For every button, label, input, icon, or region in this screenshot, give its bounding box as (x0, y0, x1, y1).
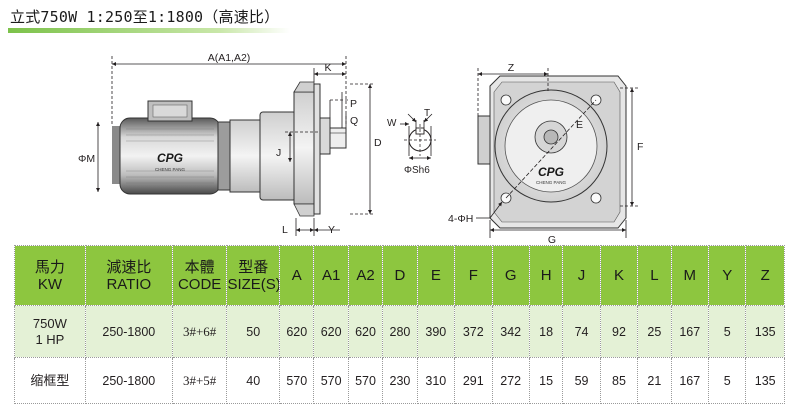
dim-label-t: T (424, 108, 430, 119)
cell-ratio: 250-1800 (84, 357, 173, 404)
dim-label-h: 4-ΦH (448, 213, 473, 225)
cell-k: 92 (599, 305, 639, 358)
cell-m: 167 (670, 357, 710, 404)
dim-label-e: E (576, 119, 583, 131)
dim-label-z: Z (508, 62, 515, 74)
dimension-drawing: CPG CHENG PANG A(A1,A2) K (78, 52, 643, 246)
brand-logo-front: CPG (538, 165, 564, 179)
cell-model: 缩框型 (14, 357, 86, 404)
cell-a1: 570 (313, 357, 349, 404)
cell-l: 25 (637, 305, 672, 358)
cell-k: 85 (599, 357, 639, 404)
dim-label-f: F (637, 141, 643, 153)
cell-a2: 570 (347, 357, 384, 404)
dim-label-q: Q (350, 115, 358, 127)
cell-a: 620 (279, 305, 315, 358)
header-j: J (562, 245, 601, 306)
table-row: 缩框型 250-1800 3#+5# 40 570 570 570 230 31… (14, 357, 785, 404)
gearbox-front-view: CPG CHENG PANG (477, 75, 627, 229)
side-view-dimensions (96, 56, 374, 236)
dim-label-m: ΦM (78, 153, 95, 165)
header-d: D (382, 245, 418, 306)
cell-size: 50 (226, 305, 281, 358)
cell-f: 291 (454, 357, 493, 404)
header-l: L (637, 245, 672, 306)
header-a2: A2 (347, 245, 384, 306)
cell-d: 230 (382, 357, 418, 404)
dim-label-p: P (350, 98, 357, 110)
cell-code: 3#+6# (171, 305, 228, 358)
title-underline (8, 28, 290, 33)
header-f: F (454, 245, 493, 306)
cell-g: 342 (491, 305, 530, 358)
cell-h: 15 (528, 357, 564, 404)
cell-y: 5 (707, 357, 747, 404)
dim-label-a: A(A1,A2) (208, 52, 251, 64)
motor-side-view: CPG CHENG PANG (112, 81, 347, 217)
side-view-labels: A(A1,A2) K P Q D J ΦM L Y (78, 52, 382, 236)
header-e: E (416, 245, 456, 306)
cell-j: 59 (562, 357, 601, 404)
cell-z: 135 (745, 357, 785, 404)
dim-label-g: G (548, 234, 556, 246)
front-view-dimensions (476, 68, 640, 238)
dim-label-w: W (387, 118, 397, 129)
brand-logo-side: CPG (157, 151, 183, 165)
dim-label-d: D (374, 137, 382, 149)
header-h: H (528, 245, 564, 306)
header-g: G (491, 245, 530, 306)
dim-label-sh: ΦSh6 (404, 165, 430, 176)
header-y: Y (707, 245, 747, 306)
cell-h: 18 (528, 305, 564, 358)
front-view-labels: Z E F G 4-ΦH (448, 62, 643, 246)
header-z: Z (745, 245, 785, 306)
cell-a2: 620 (347, 305, 384, 358)
cell-l: 21 (637, 357, 672, 404)
cell-size: 40 (226, 357, 281, 404)
shaft-section: W T ΦSh6 (387, 108, 436, 176)
cell-f: 372 (454, 305, 493, 358)
cell-z: 135 (745, 305, 785, 358)
header-a: A (279, 245, 315, 306)
cell-ratio: 250-1800 (84, 305, 173, 358)
cell-e: 390 (416, 305, 456, 358)
cell-y: 5 (707, 305, 747, 358)
header-k: K (599, 245, 639, 306)
header-m: M (670, 245, 710, 306)
dim-label-y: Y (328, 224, 335, 236)
cell-d: 280 (382, 305, 418, 358)
cell-a: 570 (279, 357, 315, 404)
cell-j: 74 (562, 305, 601, 358)
cell-code: 3#+5# (171, 357, 228, 404)
dim-label-l: L (282, 224, 288, 236)
cell-a1: 620 (313, 305, 349, 358)
cell-e: 310 (416, 357, 456, 404)
cell-m: 167 (670, 305, 710, 358)
header-a1: A1 (313, 245, 349, 306)
dim-label-j: J (276, 147, 281, 159)
brand-sub-front: CHENG PANG (536, 180, 566, 185)
page-title: 立式750W 1:250至1:1800（高速比） (10, 8, 280, 26)
dim-label-k: K (324, 62, 331, 74)
cell-g: 272 (491, 357, 530, 404)
brand-sub-side: CHENG PANG (155, 167, 185, 172)
